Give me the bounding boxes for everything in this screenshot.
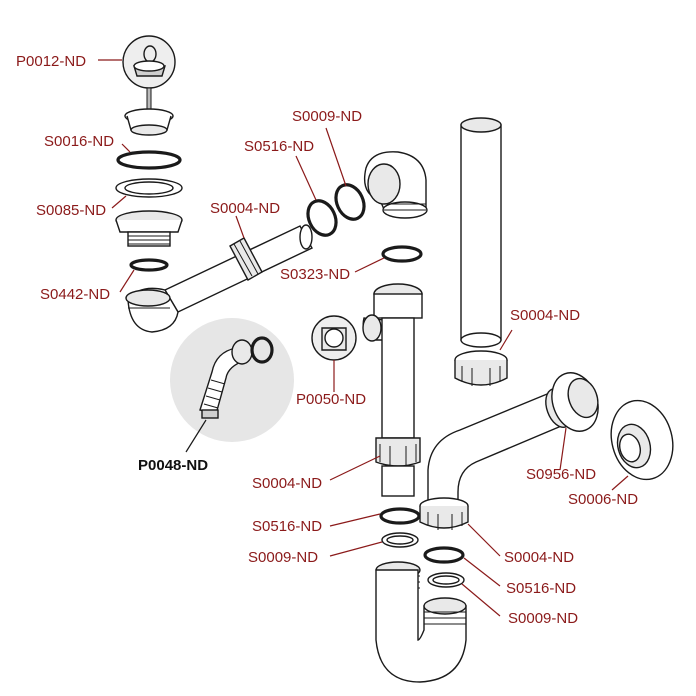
ring-s0009-low (427, 572, 465, 588)
label-p0048: P0048-ND (138, 457, 208, 474)
label-s0016: S0016-ND (44, 133, 114, 150)
ring-s0009-mid (381, 532, 419, 548)
threaded-body-s0442 (115, 210, 183, 247)
elbow-fitting (363, 151, 428, 219)
stopper-part (122, 35, 176, 89)
ring-s0516-mid (379, 507, 421, 525)
adapter-p0050 (311, 315, 357, 361)
small-gasket-s0442 (129, 258, 169, 272)
label-p0012: P0012-ND (16, 53, 86, 70)
angled-outlet-pipe (427, 372, 599, 501)
label-s0009-mid: S0009-ND (248, 549, 318, 566)
flat-gasket-s0016 (116, 150, 182, 170)
ring-s0009-top (334, 183, 366, 221)
label-s0516-low: S0516-ND (506, 580, 576, 597)
label-p0050: P0050-ND (296, 391, 366, 408)
label-s0004-low: S0004-ND (504, 549, 574, 566)
nut-s0004-low (419, 497, 469, 530)
flat-gasket-s0085 (115, 178, 183, 198)
label-s0442: S0442-ND (40, 286, 110, 303)
drain-basket-part (124, 87, 174, 136)
label-s0323: S0323-ND (280, 266, 350, 283)
label-s0009-low: S0009-ND (508, 610, 578, 627)
drain-pipe-left (125, 224, 313, 333)
label-s0006: S0006-ND (568, 491, 638, 508)
label-s0004-left: S0004-ND (210, 200, 280, 217)
ring-s0516-low (423, 546, 465, 564)
nut-s0004-right (454, 350, 508, 386)
ring-s0323 (381, 245, 423, 263)
ring-s0516-top (306, 199, 338, 237)
trap-riser (362, 283, 423, 497)
label-s0956: S0956-ND (526, 466, 596, 483)
u-bend-trap (375, 561, 467, 683)
label-s0004-mid: S0004-ND (252, 475, 322, 492)
label-s0516-mid: S0516-ND (252, 518, 322, 535)
label-s0516-top: S0516-ND (244, 138, 314, 155)
wall-flange-s0006 (610, 399, 674, 481)
label-s0009-top: S0009-ND (292, 108, 362, 125)
label-s0004-right: S0004-ND (510, 307, 580, 324)
tall-pipe (460, 117, 502, 348)
hose-adapter-p0048 (170, 318, 294, 442)
label-s0085: S0085-ND (36, 202, 106, 219)
